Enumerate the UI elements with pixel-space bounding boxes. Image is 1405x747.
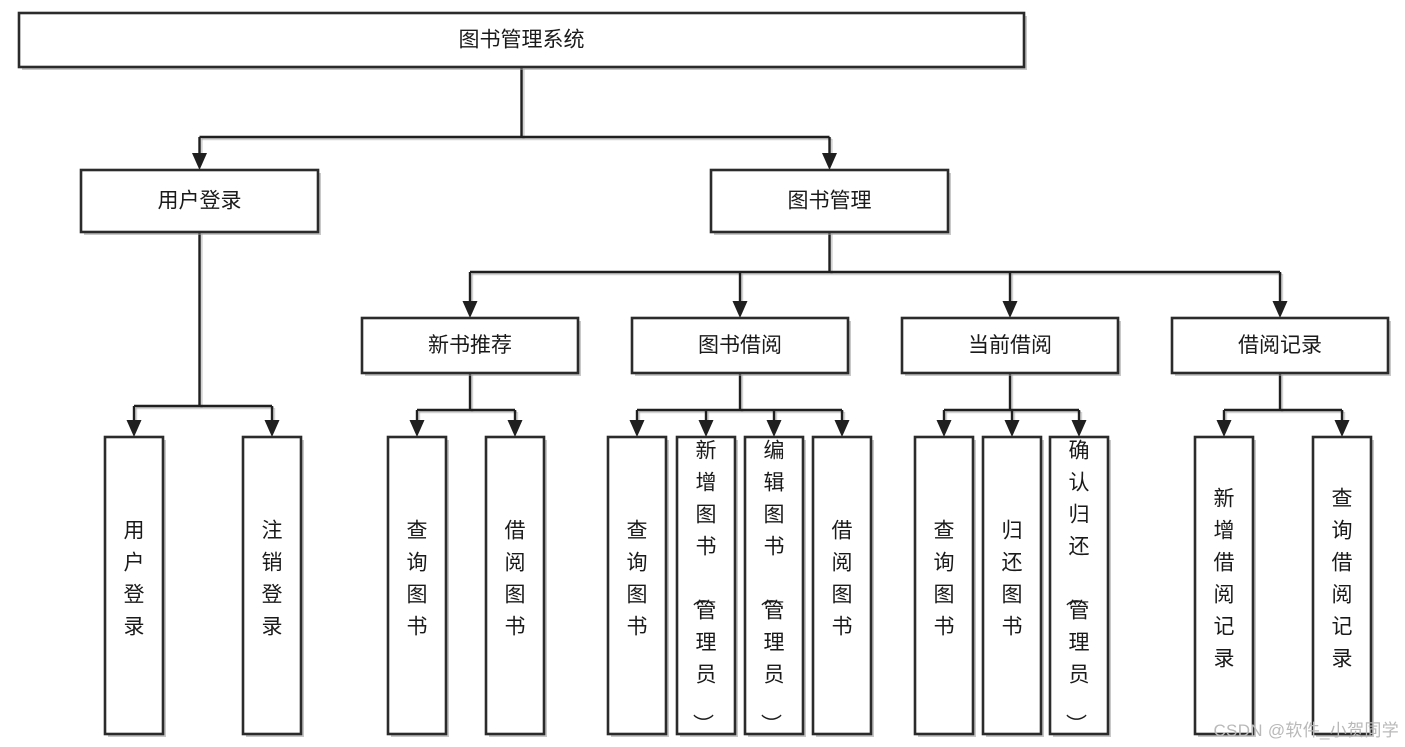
node-label: 借阅图书: [832, 520, 853, 639]
node-label: 新增图书（管理员）: [691, 440, 717, 735]
watermark-label: CSDN @软件_小贺同学: [1213, 721, 1399, 740]
connector-bookmgmt: [462, 232, 1288, 318]
node-layer: 图书管理系统用户登录图书管理新书推荐图书借阅当前借阅借阅记录用户登录注销登录查询…: [17, 11, 1391, 737]
node-leaf-add-book-admin[interactable]: 新增图书（管理员）: [675, 435, 738, 737]
node-box[interactable]: [1048, 435, 1110, 736]
node-leaf-add-record[interactable]: 新增借阅记录: [1193, 435, 1256, 737]
node-label: 借阅图书: [505, 520, 526, 639]
connector-newbook: [409, 373, 523, 437]
node-box[interactable]: [484, 435, 546, 736]
node-label: 当前借阅: [968, 334, 1052, 357]
node-borrow[interactable]: 图书借阅: [630, 316, 851, 376]
node-leaf-query-book-borrow[interactable]: 查询图书: [606, 435, 669, 737]
node-box[interactable]: [675, 435, 737, 736]
node-label: 图书管理: [788, 190, 872, 213]
node-leaf-confirm-return-admin[interactable]: 确认归还（管理员）: [1048, 435, 1111, 737]
node-label: 编辑图书（管理员）: [759, 440, 785, 735]
node-box[interactable]: [386, 435, 448, 736]
node-box[interactable]: [241, 435, 303, 736]
node-label: 图书管理系统: [459, 29, 585, 52]
node-box[interactable]: [1311, 435, 1373, 736]
node-box[interactable]: [709, 168, 950, 234]
node-box[interactable]: [17, 11, 1026, 69]
node-root[interactable]: 图书管理系统: [17, 11, 1027, 70]
node-leaf-edit-book-admin[interactable]: 编辑图书（管理员）: [743, 435, 806, 737]
node-label: 用户登录: [158, 190, 242, 213]
node-label: 用户登录: [124, 520, 145, 639]
node-label: 查询图书: [407, 520, 428, 639]
node-bookmgmt[interactable]: 图书管理: [709, 168, 951, 235]
node-box[interactable]: [630, 316, 850, 375]
node-box[interactable]: [606, 435, 668, 736]
node-current[interactable]: 当前借阅: [900, 316, 1121, 376]
node-records[interactable]: 借阅记录: [1170, 316, 1391, 376]
node-label: 借阅记录: [1238, 334, 1322, 357]
node-box[interactable]: [1170, 316, 1390, 375]
node-leaf-return-book[interactable]: 归还图书: [981, 435, 1044, 737]
connector-login: [126, 232, 280, 437]
node-label: 查询借阅记录: [1332, 488, 1353, 671]
node-label: 查询图书: [934, 520, 955, 639]
node-leaf-query-book-new[interactable]: 查询图书: [386, 435, 449, 737]
node-label: 归还图书: [1002, 520, 1023, 639]
node-leaf-borrow-book[interactable]: 借阅图书: [811, 435, 874, 737]
node-leaf-query-record[interactable]: 查询借阅记录: [1311, 435, 1374, 737]
node-box[interactable]: [811, 435, 873, 736]
node-newbook[interactable]: 新书推荐: [360, 316, 581, 376]
node-box[interactable]: [981, 435, 1043, 736]
node-login[interactable]: 用户登录: [79, 168, 321, 235]
node-leaf-user-logout[interactable]: 注销登录: [241, 435, 304, 737]
node-box[interactable]: [913, 435, 975, 736]
node-label: 确认归还（管理员）: [1064, 440, 1090, 735]
node-label: 新增借阅记录: [1214, 488, 1235, 671]
node-box[interactable]: [1193, 435, 1255, 736]
node-box[interactable]: [743, 435, 805, 736]
connector-root: [192, 67, 837, 170]
connector-records: [1216, 373, 1350, 437]
node-label: 图书借阅: [698, 334, 782, 357]
node-box[interactable]: [103, 435, 165, 736]
node-box[interactable]: [900, 316, 1120, 375]
node-leaf-borrow-book-new[interactable]: 借阅图书: [484, 435, 547, 737]
connector-layer: [126, 67, 1350, 437]
connector-current: [936, 373, 1087, 437]
node-leaf-query-book-current[interactable]: 查询图书: [913, 435, 976, 737]
node-label: 新书推荐: [428, 334, 512, 357]
node-label: 查询图书: [627, 520, 648, 639]
node-box[interactable]: [360, 316, 580, 375]
connector-borrow: [629, 373, 850, 437]
node-label: 注销登录: [262, 520, 283, 639]
node-leaf-user-login[interactable]: 用户登录: [103, 435, 166, 737]
node-box[interactable]: [79, 168, 320, 234]
